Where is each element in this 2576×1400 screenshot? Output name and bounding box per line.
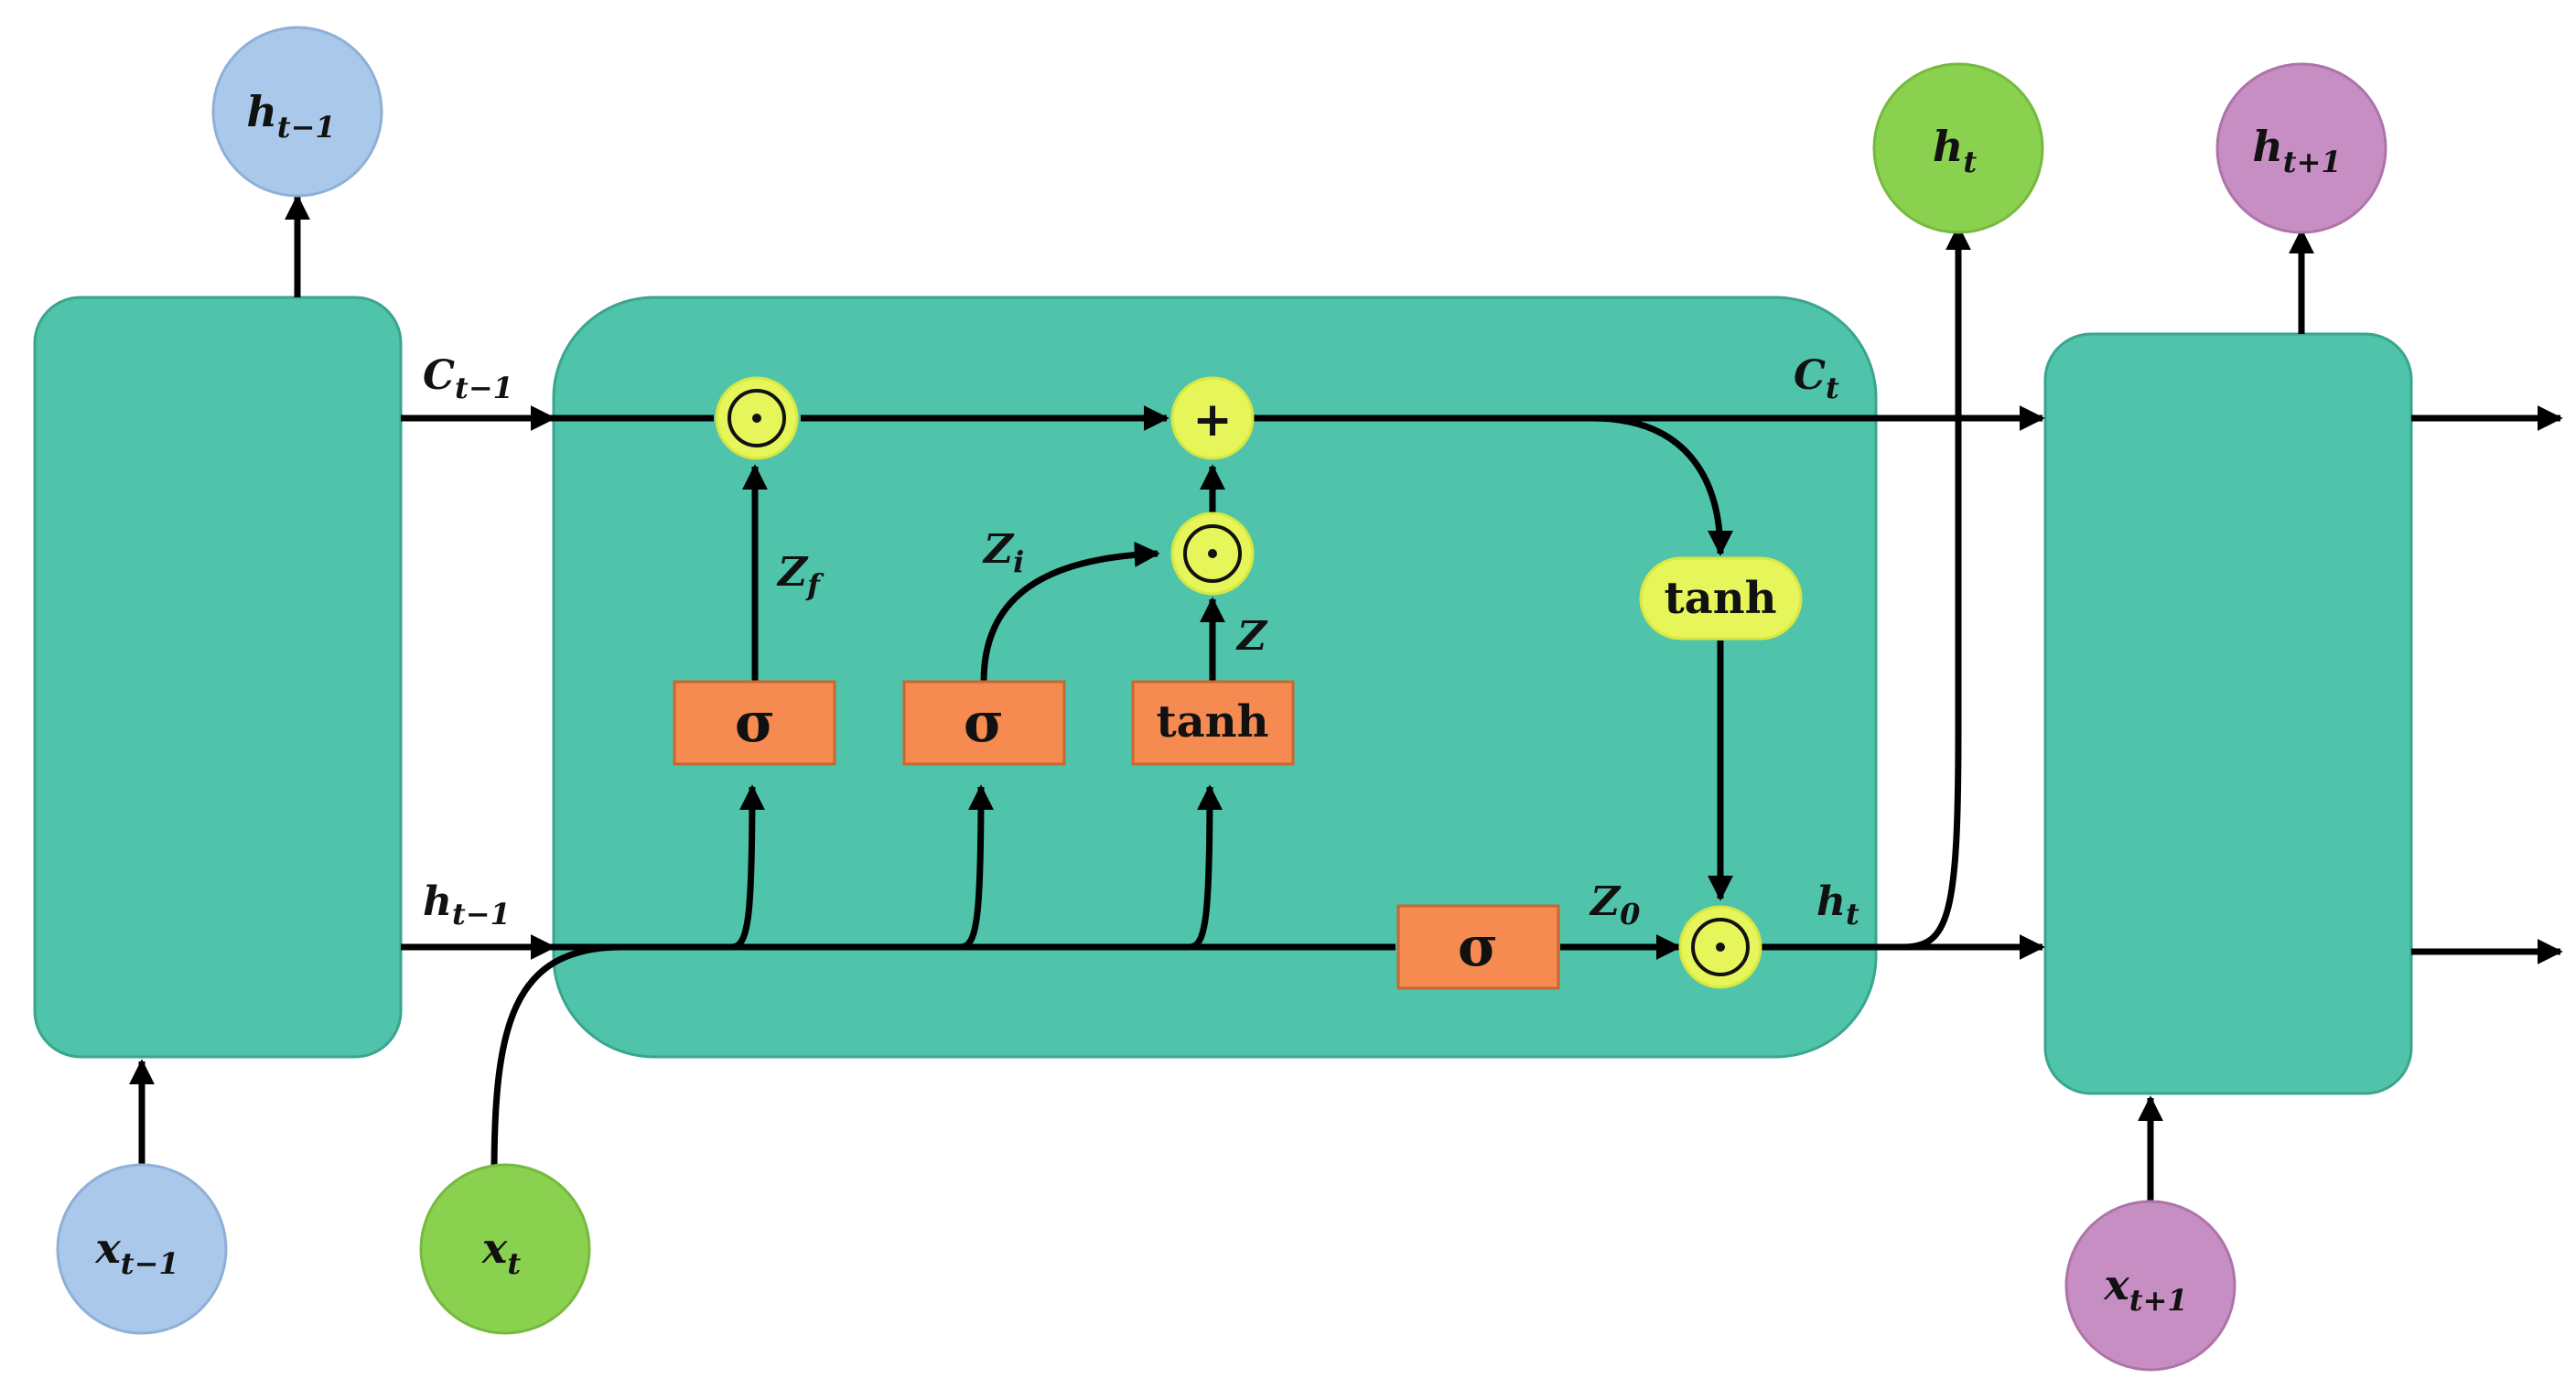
- node-h-next-sub: t+1: [2283, 145, 2342, 179]
- label-c-t-sub: t: [1826, 371, 1839, 405]
- label-h-t-base: h: [1816, 878, 1846, 925]
- next-cell: [2043, 332, 2413, 1095]
- node-x-prev-base: x: [94, 1223, 121, 1273]
- node-h-next-base: h: [2252, 122, 2282, 171]
- label-z-i-sub: i: [1013, 544, 1024, 579]
- node-x-prev: xt−1: [56, 1163, 228, 1335]
- label-z-f-base: Z: [776, 549, 809, 596]
- svg-text:ht−1: ht−1: [246, 87, 335, 145]
- label-z-base: Z: [1235, 613, 1268, 660]
- svg-text:xt: xt: [481, 1223, 521, 1281]
- label-z-o-base: Z: [1589, 878, 1622, 925]
- node-x-t-sub: t: [507, 1246, 521, 1281]
- label-h-prev-sub: t−1: [452, 897, 511, 932]
- label-z-f-sub: f: [805, 567, 825, 602]
- output-gate: σ: [1396, 904, 1560, 990]
- wires: [129, 194, 2563, 1203]
- node-x-t: xt: [419, 1163, 591, 1335]
- node-x-prev-sub: t−1: [121, 1246, 179, 1281]
- input-multiply: [1170, 512, 1255, 596]
- candidate-in: [1189, 784, 1223, 951]
- node-x-next-sub: t+1: [2129, 1283, 2188, 1318]
- forget-multiply: [715, 376, 799, 460]
- label-c-prev-sub: t−1: [455, 371, 513, 405]
- label-z-i: Zi: [982, 526, 1024, 579]
- node-h-t: ht: [1872, 62, 2044, 234]
- output-gate-symbol: σ: [1458, 915, 1498, 979]
- forget-gate: σ: [673, 680, 836, 766]
- z-i-curve: [980, 541, 1160, 683]
- input-gate: σ: [902, 680, 1066, 766]
- label-z-i-base: Z: [982, 526, 1015, 573]
- input-gate-in: [960, 784, 994, 951]
- node-h-t-sub: t: [1963, 145, 1977, 179]
- label-h-t: ht: [1816, 878, 1859, 932]
- node-h-prev-base: h: [246, 87, 276, 136]
- cell-tanh: tanh: [1639, 556, 1803, 641]
- label-c-t: Ct: [1794, 352, 1839, 405]
- candidate-gate-label: tanh: [1156, 696, 1268, 748]
- label-z-o-sub: 0: [1620, 897, 1640, 932]
- svg-text:xt+1: xt+1: [2103, 1260, 2187, 1318]
- forget-gate-in: [731, 784, 765, 951]
- label-h-prev-base: h: [423, 878, 452, 925]
- add-symbol: +: [1192, 393, 1233, 447]
- node-h-next: ht+1: [2215, 62, 2387, 234]
- label-c-prev-base: C: [423, 352, 455, 399]
- svg-text:ht: ht: [1933, 122, 1977, 179]
- node-x-next: xt+1: [2064, 1200, 2236, 1372]
- label-c-prev: Ct−1: [423, 352, 513, 405]
- cell-tanh-label: tanh: [1664, 573, 1776, 624]
- label-h-prev: ht−1: [423, 878, 511, 932]
- node-h-t-base: h: [1933, 122, 1963, 171]
- label-z-o: Z0: [1589, 878, 1640, 932]
- forget-gate-symbol: σ: [735, 691, 775, 755]
- node-h-prev: ht−1: [211, 26, 383, 198]
- x-t-curve: [490, 943, 623, 1177]
- svg-text:xt−1: xt−1: [94, 1223, 178, 1281]
- svg-text:ht+1: ht+1: [2252, 122, 2341, 179]
- add-operator: +: [1170, 376, 1255, 460]
- node-h-prev-sub: t−1: [277, 110, 336, 145]
- node-x-next-base: x: [2103, 1260, 2129, 1309]
- prev-cell: [33, 296, 403, 1059]
- c-to-tanh: [1591, 415, 1733, 556]
- input-gate-symbol: σ: [964, 691, 1004, 755]
- output-multiply: [1678, 905, 1762, 989]
- label-z-f: Zf: [776, 549, 825, 602]
- h-t-up: [1902, 224, 1971, 951]
- label-c-t-base: C: [1794, 352, 1826, 399]
- node-x-t-base: x: [481, 1223, 508, 1273]
- label-z: Z: [1235, 613, 1268, 660]
- label-h-t-sub: t: [1846, 897, 1859, 932]
- candidate-gate: tanh: [1131, 680, 1295, 766]
